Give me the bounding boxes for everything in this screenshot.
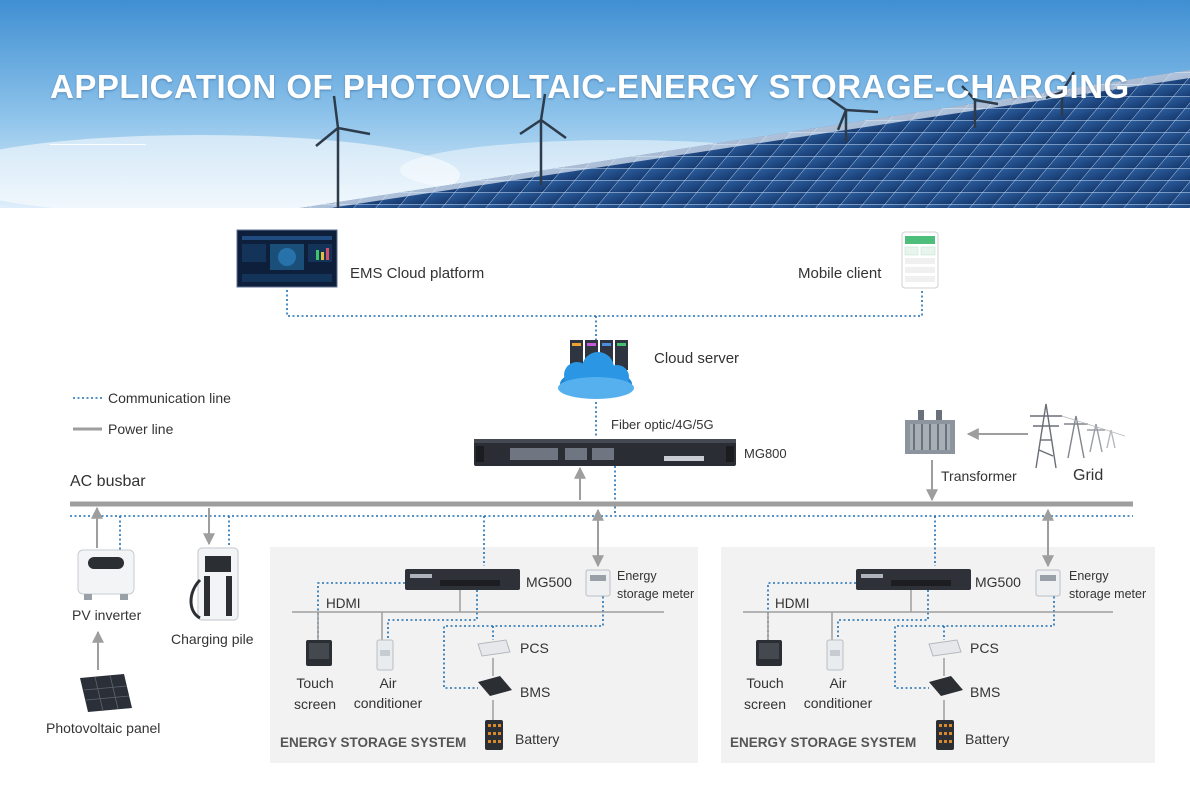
title-underline <box>50 144 146 145</box>
air-conditioner-icon <box>826 639 844 671</box>
bms-icon <box>478 676 512 696</box>
pcs-icon <box>477 639 511 657</box>
energy-meter-icon <box>585 569 611 597</box>
pcs-label: PCS <box>520 640 549 656</box>
air-conditioner-icon <box>376 639 394 671</box>
touch-screen-label-line1: Touch <box>296 675 334 691</box>
meter-label-line1: Energy <box>617 569 657 583</box>
bms-label: BMS <box>970 684 1001 700</box>
cloud-server-label: Cloud server <box>654 350 740 367</box>
touch-screen-icon <box>756 640 782 666</box>
power-lines <box>70 427 1133 720</box>
charging-pile-label: Charging pile <box>171 631 254 647</box>
pcs-label: PCS <box>970 640 999 656</box>
grid-pylon-icon <box>1030 403 1126 469</box>
solar-panel-icon <box>80 674 132 712</box>
mg500-controller-icon <box>405 569 520 590</box>
bms-label: BMS <box>520 684 551 700</box>
transformer-icon <box>905 410 955 454</box>
grid-label: Grid <box>1073 467 1104 484</box>
battery-label: Battery <box>515 731 560 747</box>
touch-screen-icon <box>306 640 332 666</box>
battery-icon <box>936 720 954 750</box>
page-title: APPLICATION OF PHOTOVOLTAIC-ENERGY STORA… <box>50 68 1130 105</box>
air-conditioner-label-line1: Air <box>379 675 397 691</box>
hdmi-label: HDMI <box>326 596 361 611</box>
charging-pile-icon <box>189 547 239 621</box>
ess-title: ENERGY STORAGE SYSTEM <box>730 735 917 750</box>
pv-inverter-icon <box>77 549 135 600</box>
cloud-server-icon <box>558 340 634 399</box>
battery-icon <box>485 720 503 750</box>
ac-busbar-label: AC busbar <box>70 473 146 490</box>
mg500-label: MG500 <box>975 574 1021 590</box>
mobile-client-label: Mobile client <box>798 265 882 282</box>
wind-turbine-icon <box>315 71 1076 208</box>
meter-label-line2: storage meter <box>1069 587 1147 601</box>
touch-screen-label-line1: Touch <box>746 675 784 691</box>
transformer-label: Transformer <box>941 468 1017 484</box>
banner-illustration <box>0 0 1190 208</box>
touch-screen-label-line2: screen <box>743 696 787 712</box>
legend-power-label: Power line <box>108 421 174 437</box>
bms-icon <box>929 676 963 696</box>
legend-communication-label: Communication line <box>108 390 231 406</box>
ems-dashboard-icon <box>236 229 338 288</box>
photovoltaic-panel-label: Photovoltaic panel <box>46 720 161 736</box>
air-conditioner-label-line1: Air <box>829 675 847 691</box>
hdmi-label: HDMI <box>775 596 810 611</box>
touch-screen-label-line2: screen <box>293 696 337 712</box>
energy-meter-icon <box>1035 569 1061 597</box>
ess-title: ENERGY STORAGE SYSTEM <box>280 735 467 750</box>
link-type-label: Fiber optic/4G/5G <box>611 417 714 432</box>
meter-label-line1: Energy <box>1069 569 1109 583</box>
pv-inverter-label: PV inverter <box>72 607 142 623</box>
mobile-app-icon <box>901 231 939 289</box>
mg800-gateway-icon <box>474 439 736 466</box>
mg800-label: MG800 <box>744 446 787 461</box>
mg500-label: MG500 <box>526 574 572 590</box>
air-conditioner-label-line2: conditioner <box>353 695 423 711</box>
header-banner: APPLICATION OF PHOTOVOLTAIC-ENERGY STORA… <box>0 0 1190 208</box>
pcs-icon <box>928 639 962 657</box>
air-conditioner-label-line2: conditioner <box>803 695 873 711</box>
ems-cloud-label: EMS Cloud platform <box>350 265 485 282</box>
meter-label-line2: storage meter <box>617 587 695 601</box>
battery-label: Battery <box>965 731 1010 747</box>
mg500-controller-icon <box>856 569 971 590</box>
